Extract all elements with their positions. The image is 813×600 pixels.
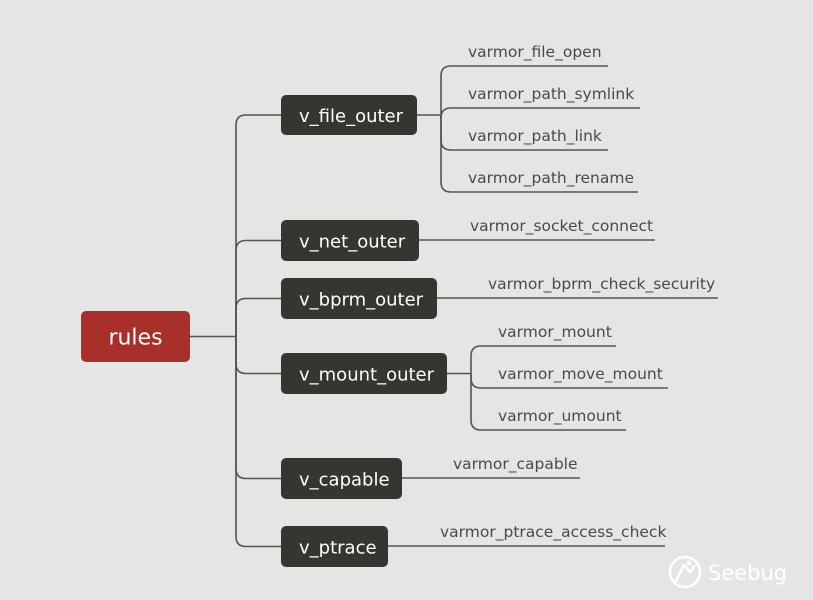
branch-connector-v-file-outer — [235, 114, 281, 337]
root-node-label: rules — [108, 326, 162, 351]
leaf-connector-varmor-path-rename — [440, 115, 638, 193]
branch-node-label: v_mount_outer — [299, 365, 435, 386]
branch-node-label: v_capable — [299, 470, 390, 491]
branch-node-box — [281, 95, 417, 135]
branch-connector-v-bprm-outer — [235, 297, 281, 337]
branch-node-box — [281, 278, 437, 319]
branch-node-v-mount-outer[interactable]: v_mount_outer — [281, 353, 447, 394]
connector-lines — [190, 65, 718, 548]
branch-node-label: v_ptrace — [299, 538, 377, 559]
branch-node-v-ptrace[interactable]: v_ptrace — [281, 526, 388, 567]
branch-connector-v-ptrace — [235, 336, 281, 548]
branch-node-box — [281, 353, 447, 394]
branch-connector-v-mount-outer — [235, 336, 281, 375]
branch-node-box — [281, 220, 419, 261]
leaf-label-varmor-file-open[interactable]: varmor_file_open — [468, 43, 602, 62]
leaf-label-varmor-path-link[interactable]: varmor_path_link — [468, 127, 602, 146]
leaf-label-varmor-capable[interactable]: varmor_capable — [453, 455, 578, 474]
seebug-logo-icon — [668, 555, 702, 589]
leaf-label-varmor-path-rename[interactable]: varmor_path_rename — [468, 169, 634, 188]
leaf-connector-varmor-path-symlink — [440, 107, 640, 119]
branch-node-v-file-outer[interactable]: v_file_outer — [281, 95, 417, 135]
leaf-connector-varmor-umount — [470, 373, 626, 431]
branch-node-box — [281, 458, 402, 499]
leaf-connector-varmor-file-open — [440, 65, 608, 115]
branch-node-label: v_file_outer — [299, 106, 404, 127]
watermark-text: Seebug — [708, 561, 787, 585]
leaf-connector-varmor-mount — [470, 345, 616, 374]
leaf-label-varmor-bprm-check-security[interactable]: varmor_bprm_check_security — [488, 275, 715, 294]
branch-node-v-net-outer[interactable]: v_net_outer — [281, 220, 419, 261]
branch-node-v-bprm-outer[interactable]: v_bprm_outer — [281, 278, 437, 319]
root-node-box — [81, 311, 190, 362]
mindmap-nodes: rules v_file_outer varmor_file_open varmor_… — [81, 43, 715, 567]
root-node[interactable]: rules — [81, 311, 190, 362]
seebug-watermark: Seebug — [668, 555, 787, 589]
leaf-label-varmor-mount[interactable]: varmor_mount — [498, 323, 612, 342]
branch-node-label: v_bprm_outer — [299, 290, 424, 311]
leaf-label-varmor-socket-connect[interactable]: varmor_socket_connect — [470, 217, 653, 236]
branch-node-v-capable[interactable]: v_capable — [281, 458, 402, 499]
branch-node-label: v_net_outer — [299, 232, 406, 253]
branch-connector-v-capable — [235, 336, 281, 480]
leaf-label-varmor-ptrace-access-check[interactable]: varmor_ptrace_access_check — [440, 523, 666, 542]
branch-connector-v-net-outer — [235, 239, 281, 337]
leaf-label-varmor-move-mount[interactable]: varmor_move_mount — [498, 365, 663, 384]
branch-node-box — [281, 526, 388, 567]
leaf-label-varmor-path-symlink[interactable]: varmor_path_symlink — [468, 85, 634, 104]
leaf-label-varmor-umount[interactable]: varmor_umount — [498, 407, 622, 426]
